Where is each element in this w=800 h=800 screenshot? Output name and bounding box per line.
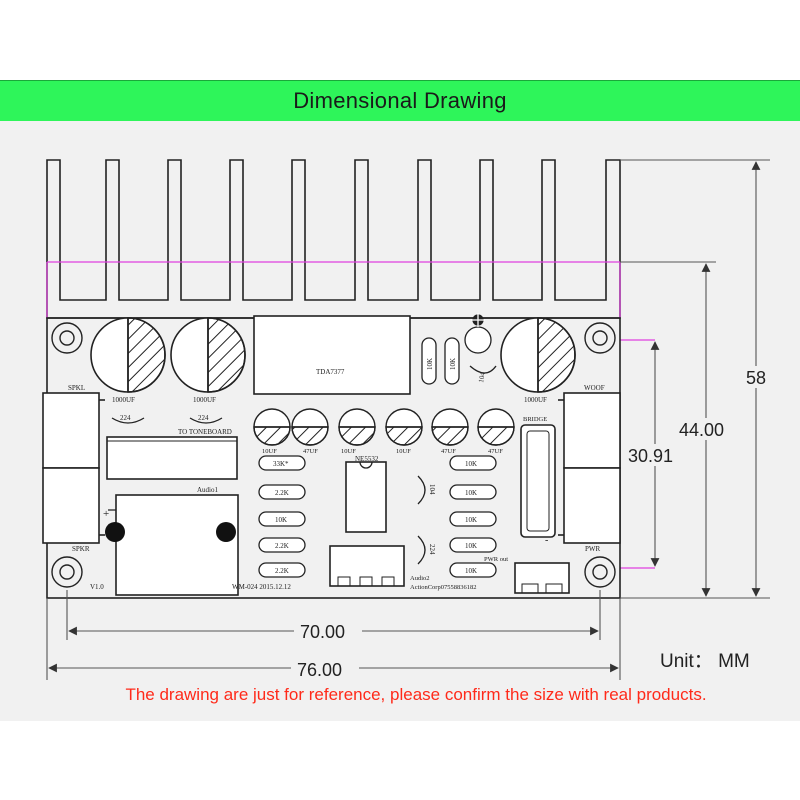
terminal-woof-top (563, 392, 621, 469)
resistor-left-1-label: 33K* (273, 460, 289, 468)
board-version: V1.0 (90, 583, 104, 591)
page-title: Dimensional Drawing (293, 88, 507, 113)
resistors-right-column (449, 455, 497, 578)
audio2-connector (329, 545, 405, 587)
mounting-hole-tr (584, 322, 616, 354)
disclaimer-text: The drawing are just for reference, plea… (125, 685, 706, 704)
pwr-out-connector (514, 562, 570, 594)
small-cap-1-label: 10UF (262, 448, 277, 455)
small-cap-5-label: 47UF (441, 448, 456, 455)
resistor-right-1-label: 10K (465, 460, 477, 468)
chip-ne5532-label: NE5532 (355, 455, 379, 463)
ceramic-caps-224 (111, 417, 223, 424)
title-banner: Dimensional Drawing (0, 80, 800, 122)
top-resistor-2-label: 10K (449, 358, 457, 370)
dim-width-total: 76.00 (297, 660, 342, 680)
label-pwr-out: PWR out (484, 556, 508, 563)
resistor-right-2-label: 10K (465, 489, 477, 497)
cap-large-1-label: 1000UF (112, 396, 135, 404)
cap-224-low-label: 224 (428, 544, 436, 555)
resistor-right-3-label: 10K (465, 516, 477, 524)
resistor-right-5-label: 10K (465, 567, 477, 575)
cap-large-1 (90, 317, 166, 393)
label-plus: + (103, 508, 109, 520)
terminal-spkr (42, 467, 100, 544)
label-minus: - (545, 535, 548, 546)
ceramic-104-mid (417, 475, 426, 505)
unit-label: Unit： MM (660, 651, 750, 672)
resistor-left-5-label: 2.2K (275, 567, 289, 575)
resistors-left-column (258, 455, 306, 578)
mounting-hole-tl (51, 322, 83, 354)
dim-height-total: 58 (746, 368, 766, 388)
cap-224-left-label: 224 (120, 414, 131, 422)
guide-lines (46, 261, 655, 569)
label-bridge: BRIDGE (523, 416, 547, 423)
cap-104-top-label: 104 (477, 371, 487, 383)
bridge-jumper (520, 424, 556, 538)
top-resistors (421, 337, 460, 385)
dim-height-inner: 44.00 (679, 420, 724, 440)
label-spkr: SPKR (72, 545, 90, 553)
mounting-holes (51, 322, 616, 588)
chip-tda7377 (253, 315, 411, 395)
terminal-spkl (42, 392, 100, 469)
terminal-blocks (42, 392, 621, 544)
small-cap-2-label: 47UF (303, 448, 318, 455)
board-model: WM-024 2015.12.12 (232, 583, 291, 591)
chip-tda7377-label: TDA7377 (316, 368, 345, 376)
dim-height-holes: 30.91 (628, 446, 673, 466)
board-company: ActionCorp07558836182 (410, 584, 476, 591)
resistor-left-3-label: 10K (275, 516, 287, 524)
ceramic-104-top (469, 365, 497, 374)
ceramic-224-low (417, 535, 426, 565)
label-pwr: PWR (585, 545, 601, 553)
small-electrolytics (253, 408, 515, 446)
audio1-pot (115, 494, 239, 596)
cap-large-2-label: 1000UF (193, 396, 216, 404)
mounting-hole-br (584, 556, 616, 588)
resistor-right-4-label: 10K (465, 542, 477, 550)
top-resistor-1-label: 10K (426, 358, 434, 370)
label-spkl: SPKL (68, 384, 85, 392)
heatsink (46, 159, 621, 319)
terminal-woof-bottom (563, 467, 621, 544)
chip-ne5532 (345, 461, 387, 533)
small-cap-3-label: 10UF (341, 448, 356, 455)
audio1-knob-right (216, 522, 236, 542)
label-to-toneboard: TO TONEBOARD (178, 428, 232, 436)
cap-224-mid-label: 224 (198, 414, 209, 422)
mounting-hole-bl (51, 556, 83, 588)
small-electrolytic-top (464, 313, 492, 354)
toneboard-connector (106, 436, 238, 480)
large-capacitors (90, 317, 576, 393)
label-audio2: Audio2 (410, 575, 430, 582)
cap-large-3 (500, 317, 576, 393)
cap-large-3-label: 1000UF (524, 396, 547, 404)
cap-104-mid-label: 104 (428, 484, 436, 495)
label-audio1: Audio1 (197, 486, 219, 494)
small-cap-4-label: 10UF (396, 448, 411, 455)
small-cap-6-label: 47UF (488, 448, 503, 455)
cap-large-2 (170, 317, 246, 393)
audio1-knob-left (105, 522, 125, 542)
resistor-left-4-label: 2.2K (275, 542, 289, 550)
dim-width-holes: 70.00 (300, 622, 345, 642)
resistor-left-2-label: 2.2K (275, 489, 289, 497)
label-woof: WOOF (584, 384, 605, 392)
